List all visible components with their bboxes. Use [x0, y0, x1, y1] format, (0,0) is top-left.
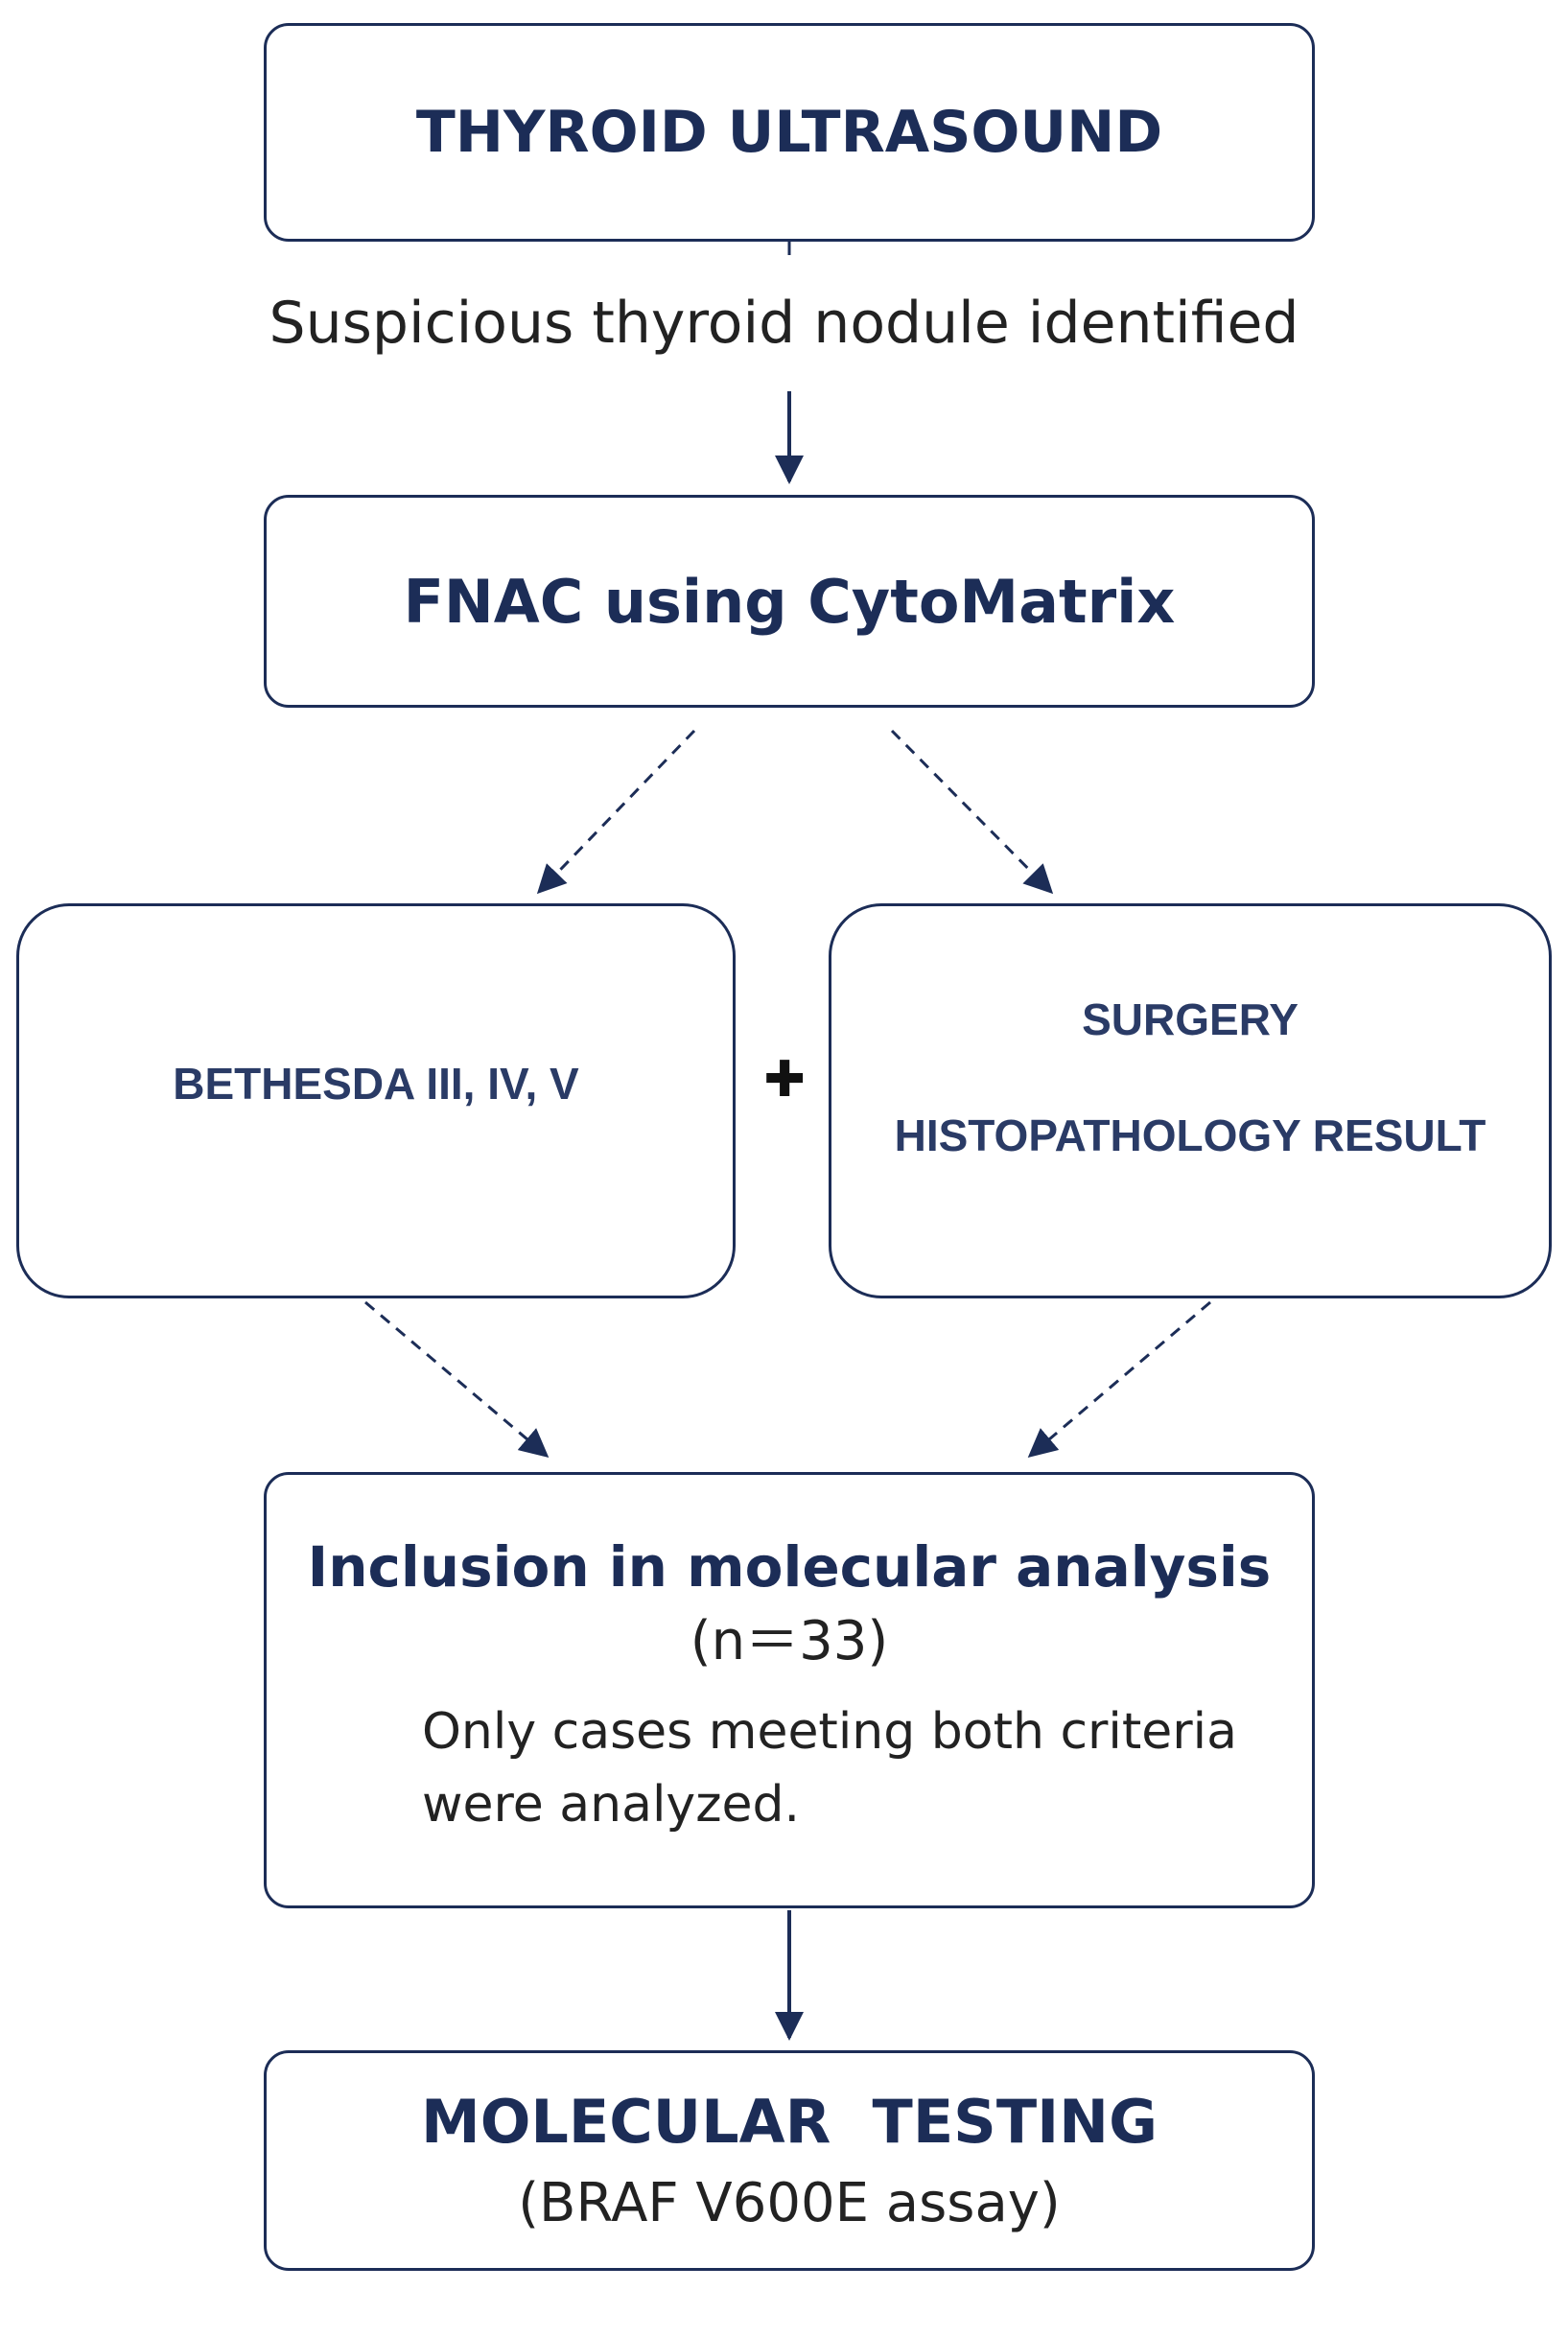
inclusion-note-line1: Only cases meeting both criteria: [422, 1703, 1237, 1761]
finding-label: Suspicious thyroid nodule identified: [269, 290, 1299, 357]
ultrasound-label: THYROID ULTRASOUND: [415, 99, 1163, 166]
plus-label: ✚: [763, 1051, 806, 1109]
histopathology-label: HISTOPATHOLOGY RESULT: [894, 1110, 1486, 1160]
testing-title: MOLECULAR TESTING: [421, 2087, 1158, 2157]
inclusion-box: Inclusion in molecular analysis (n＝33) O…: [264, 1472, 1315, 1908]
bethesda-label: BETHESDA III, IV, V: [173, 1059, 579, 1109]
arrow-bethesda-to-inclusion: [364, 1300, 550, 1458]
finding-text: Suspicious thyroid nodule identified: [0, 290, 1568, 357]
arrow-fnac-to-bethesda: [536, 729, 696, 895]
inclusion-note-line2: were analyzed.: [422, 1776, 801, 1834]
inclusion-count: (n＝33): [690, 1610, 889, 1672]
surgery-label: SURGERY: [1082, 994, 1299, 1044]
fnac-label: FNAC using CytoMatrix: [403, 566, 1176, 637]
testing-box: MOLECULAR TESTING (BRAF V600E assay): [264, 2050, 1315, 2271]
inclusion-title: Inclusion in molecular analysis: [307, 1534, 1272, 1600]
arrow-surgery-to-inclusion: [1027, 1300, 1211, 1458]
fnac-box: FNAC using CytoMatrix: [264, 495, 1315, 708]
plus-icon: ✚: [758, 1053, 811, 1107]
ultrasound-box: THYROID ULTRASOUND: [264, 23, 1315, 242]
bethesda-box: BETHESDA III, IV, V: [16, 903, 736, 1298]
surgery-box: SURGERY HISTOPATHOLOGY RESULT: [829, 903, 1552, 1298]
arrow-fnac-to-surgery: [890, 729, 1054, 895]
testing-subtitle: (BRAF V600E assay): [518, 2172, 1061, 2234]
inclusion-note: Only cases meeting both criteria were an…: [267, 1690, 1312, 1835]
